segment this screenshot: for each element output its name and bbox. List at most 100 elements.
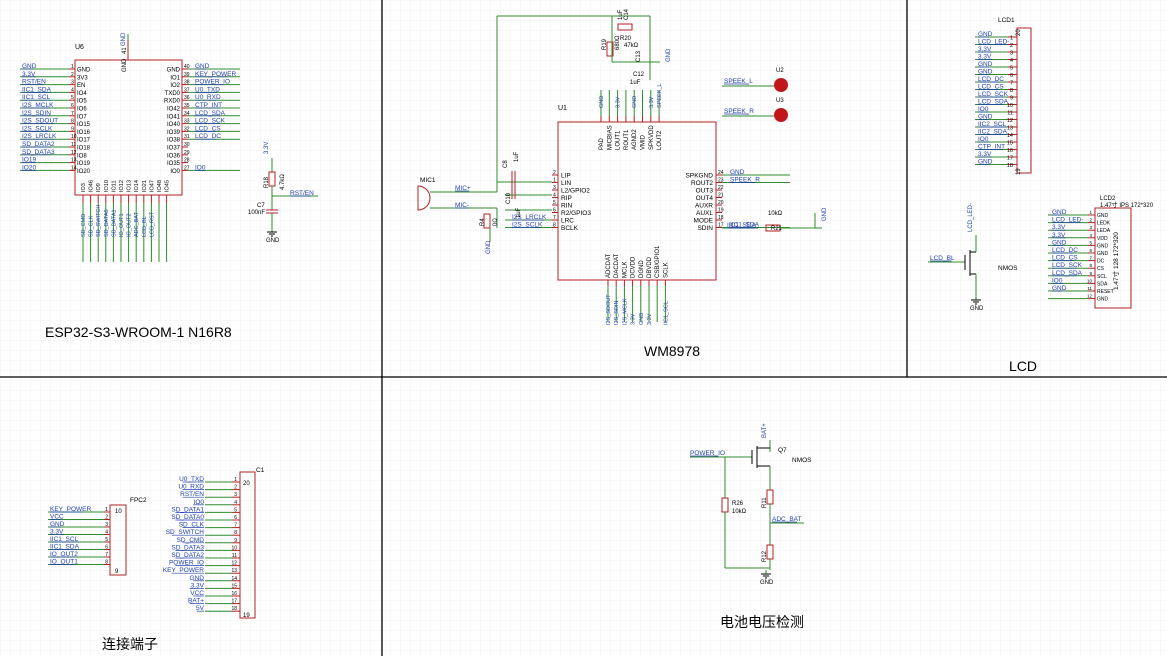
u6-pin-name: IO41 [167,114,181,120]
speaker-u2 [774,78,788,92]
net-label: 3.3V [22,71,36,78]
net-label: SPEEK_R [724,108,754,115]
u1-body [557,121,717,281]
fpc2-pin-num: 6 [105,545,108,551]
r11-ref: R11 [762,497,768,508]
fpc2-pin-num: 5 [105,537,108,543]
net-label: GND [486,240,492,254]
net-label: POWER_IO [690,450,725,457]
lcd1-pin-num: 7 [1010,81,1013,87]
u6-pin-name: IO7 [77,114,87,120]
u6-pin-name: IO42 [167,107,181,113]
net-label: CTP_INT [195,102,222,109]
u1-pin-name: LIN [561,180,571,187]
net-label: LCD_SDA [1052,270,1083,277]
u6-pin-name: IO20 [77,169,91,175]
net-label: LCD_SCK [1052,262,1083,269]
lcd1-pin-num: 9 [1010,96,1013,102]
lcd2-pin-num: 8 [1089,263,1092,268]
lcd1-pin-num: 16 [1007,148,1013,154]
net-label: SD_SWITCH [166,529,205,536]
q7-ref: Q7 [778,447,787,454]
net-label: RST/EN [180,491,204,498]
lcd1-pin-num: 6 [1010,73,1013,79]
u6-pin-num: 10 [71,134,77,140]
u1-pin-num: 3 [553,185,556,191]
r18-ref: R18 [264,176,270,188]
u6-pin-num: 29 [184,150,190,156]
u6-pin-num: 39 [184,72,190,78]
u6-pin-name: IO46 [89,180,95,192]
r19-resistor [606,41,614,57]
net-label: SD_DATA1 [111,209,117,237]
u6-pin-name: IO13 [127,180,133,192]
net-label: IO0 [978,136,989,143]
r20-ref: R20 [620,36,632,42]
net-label: IO0 [978,106,989,113]
u6-pin-num: 4 [71,87,74,93]
u1-pin-name: LOUT2 [657,130,663,150]
c1-pin-num: 16 [231,591,237,597]
net-label: GND [730,169,745,176]
u1-pin-num: 5 [553,200,556,206]
lcd1-ref: LCD1 [998,17,1015,24]
r4-value: 0Ω [493,218,499,226]
lcd1-pin-num: 3 [1010,51,1013,57]
u6-pin-name: IO9 [96,183,102,192]
speaker-u3 [774,108,788,122]
c1-ref: C1 [256,467,265,474]
lcd2-pin-num: 6 [1089,248,1092,253]
u6-pin-num: 9 [71,126,74,132]
u6-pin-num: 5 [71,95,74,101]
net-label: RST/EN [22,79,46,86]
net-label: IO_OUT2 [127,213,133,237]
u1-pin-name: OUT4 [696,195,714,202]
fpc2-pin-num: 3 [105,522,108,528]
panel-title-lcd: LCD [1009,358,1038,374]
u1-pin-name: DBVDD [647,256,653,278]
u6-pin-name: IO36 [167,153,181,159]
c8-value: 1uF [514,151,520,162]
u1-pin-num: 20 [718,200,724,206]
lcd2-pin-name: RESET [1097,289,1114,295]
net-label: 5V [196,605,205,612]
r20-value: 47kΩ [624,43,639,49]
r12-ref: R12 [762,550,768,562]
c1-pin-num: 11 [232,553,237,559]
u6-pin-name: IO15 [77,122,91,128]
net-label: IIC1_SCL [50,536,79,543]
lcd2-pin-name: DC [1097,259,1105,265]
u1-pin-name: BCLK [561,225,579,232]
u6-pin-name: IO45 [165,180,171,192]
u1-pin-num: 17 [718,223,724,229]
c1-pin-num: 14 [231,576,237,582]
net-label: POWER_IO [169,560,204,567]
panel-title-esp32: ESP32-S3-WROOM-1 N16R8 [45,324,232,340]
net-label: IIC1_SDA [727,222,757,229]
net-label: LCD_SCK [978,91,1009,98]
c1-pin-num: 8 [234,530,237,536]
mic-ref: MIC1 [420,177,436,184]
u6-pin-num: 14 [71,165,77,171]
u6-pin-num: 35 [184,103,190,109]
r21-value: 10kΩ [768,211,783,217]
net-label: SPEEK_L [657,84,663,108]
net-label: IIC2_SDA [978,129,1008,136]
c7-value: 100nF [248,210,265,216]
c1-pin-num: 12 [231,561,237,567]
net-label: IIC1_SDA [730,222,760,229]
c8-ref: C8 [503,160,509,168]
lcd2-pin-num: 2 [1089,218,1092,223]
lcd2-pin-num: 12 [1087,294,1093,299]
u6-pin-num: 11 [71,142,76,148]
lcd2-pin-num: 9 [1089,271,1092,276]
lcd2-pin-num: 5 [1089,240,1092,245]
u1-pin-num: 1 [553,178,556,184]
u1-pin-num: 23 [718,178,724,184]
net-label: LCD_CS [978,84,1004,91]
lcd1-pin-num: 14 [1007,133,1013,139]
net-label: I2S_LRCLK [512,214,547,221]
u6-pin-num: 37 [184,87,190,93]
net-label: MIC+ [455,185,471,192]
u6-pin-name: IO48 [157,180,163,192]
